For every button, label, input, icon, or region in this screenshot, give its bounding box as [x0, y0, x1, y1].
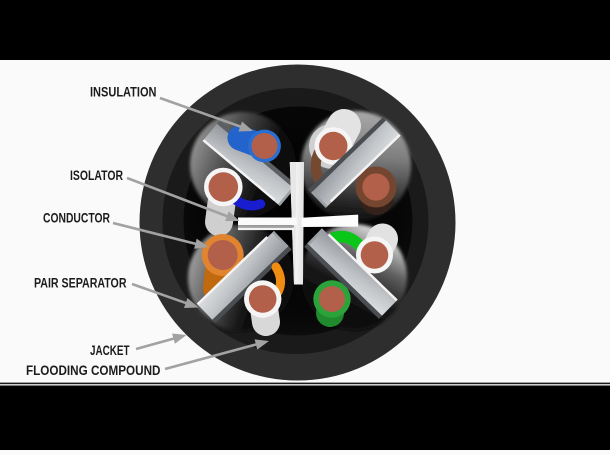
svg-text:ISOLATOR: ISOLATOR: [70, 168, 123, 183]
svg-text:JACKET: JACKET: [90, 343, 130, 358]
svg-text:CONDUCTOR: CONDUCTOR: [43, 210, 110, 225]
svg-text:FLOODING COMPOUND: FLOODING COMPOUND: [26, 363, 161, 378]
svg-text:PAIR SEPARATOR: PAIR SEPARATOR: [34, 276, 127, 291]
svg-text:INSULATION: INSULATION: [90, 85, 157, 100]
